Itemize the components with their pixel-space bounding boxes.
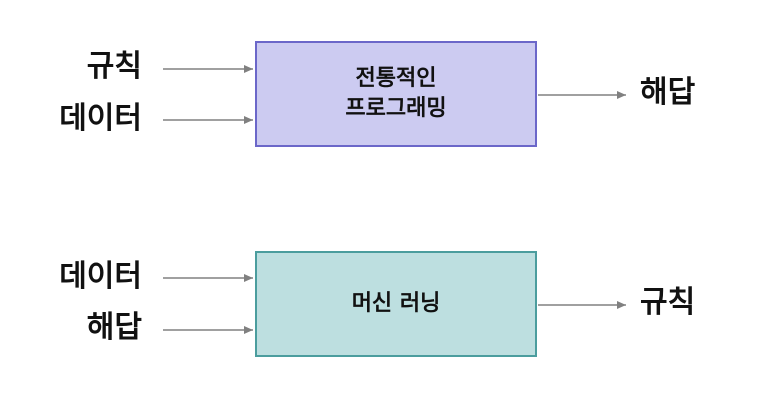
ml-box-label: 머신 러닝 — [351, 291, 441, 317]
input-label-rules: 규칙 — [86, 49, 142, 84]
ml-input-label-answer: 해답 — [86, 310, 142, 345]
ml-input-label-data: 데이터 — [59, 259, 142, 294]
machine-learning-box: 머신 러닝 — [255, 251, 537, 357]
input-label-data: 데이터 — [59, 101, 142, 136]
output-label-answer: 해답 — [640, 75, 696, 110]
traditional-programming-box: 전통적인 프로그래밍 — [255, 41, 537, 147]
traditional-box-line1: 전통적인 — [355, 66, 437, 92]
ml-output-label-rules: 규칙 — [640, 285, 696, 320]
traditional-box-line2: 프로그래밍 — [345, 96, 447, 121]
